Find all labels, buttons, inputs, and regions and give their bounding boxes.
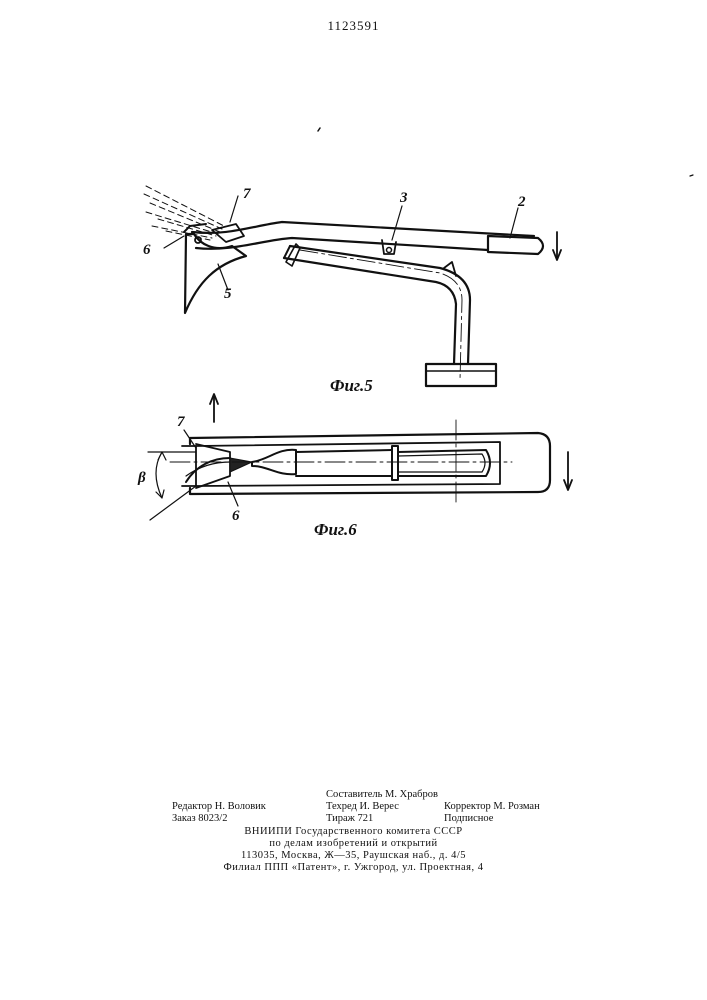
label-6-fig6: 6 xyxy=(232,508,240,525)
label-6-fig5: 6 xyxy=(143,242,151,259)
label-7-fig5: 7 xyxy=(243,186,251,203)
imprint-branch: Филиал ППП «Патент», г. Ужгород, ул. Про… xyxy=(0,861,707,874)
figure-6-caption: Фиг.6 xyxy=(314,520,357,540)
label-3-fig5: 3 xyxy=(400,190,408,207)
label-beta: β xyxy=(138,470,146,487)
imprint-order: Заказ 8023/2 xyxy=(172,812,227,825)
figure-6-drawing xyxy=(148,394,572,520)
label-5-fig5: 5 xyxy=(224,286,232,303)
lever-lower-edge xyxy=(196,238,488,250)
stray-mark xyxy=(690,175,693,176)
base-flange xyxy=(426,364,496,386)
figure-5-drawing xyxy=(144,186,561,386)
label-7-fig6: 7 xyxy=(177,414,185,431)
handle-2 xyxy=(488,236,543,254)
tube-outer xyxy=(284,258,456,364)
label-2-fig5: 2 xyxy=(518,194,526,211)
imprint-subscription: Подписное xyxy=(444,812,493,825)
imprint-circulation: Тираж 721 xyxy=(326,812,373,825)
stray-mark xyxy=(318,128,320,131)
figure-5-caption: Фиг.5 xyxy=(330,376,373,396)
